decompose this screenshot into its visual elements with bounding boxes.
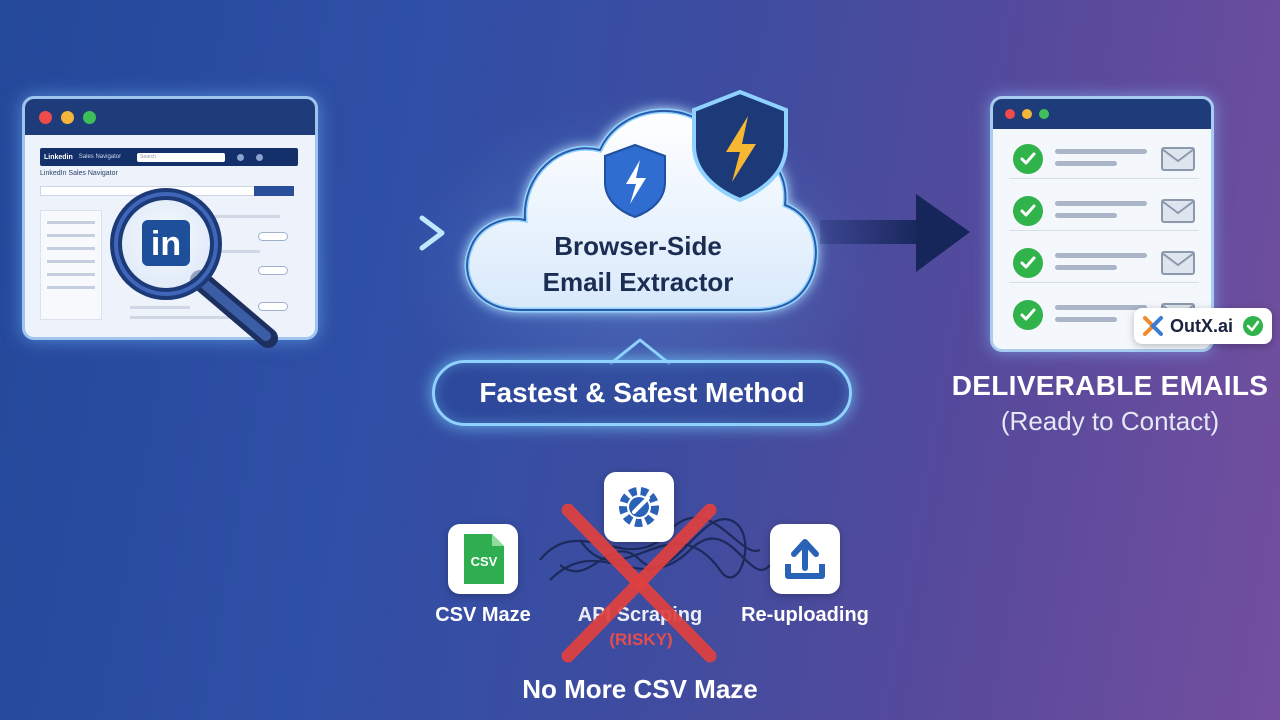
- output-title: DELIVERABLE EMAILS: [951, 370, 1269, 401]
- linkedin-logo-glyph: in: [150, 225, 182, 263]
- process-title-line2: Email Extractor: [542, 267, 734, 297]
- close-dot-icon[interactable]: [1005, 109, 1015, 119]
- nav-icon[interactable]: [237, 153, 245, 161]
- email-row[interactable]: [1009, 191, 1199, 231]
- flow-arrow-in: [318, 215, 445, 251]
- gear-wrench-icon: [619, 487, 659, 527]
- linkedin-search-button[interactable]: [254, 186, 294, 196]
- email-row[interactable]: [1009, 139, 1199, 179]
- result-line: [200, 215, 280, 218]
- email-row[interactable]: [1009, 243, 1199, 283]
- process-title: Browser-Side Email Extractor: [478, 228, 798, 300]
- upload-icon: [785, 539, 825, 579]
- close-dot-icon[interactable]: [39, 110, 52, 124]
- cloud-icon: [464, 89, 819, 313]
- brand-name: OutX.ai: [1170, 315, 1234, 336]
- result-line: [130, 316, 250, 319]
- linkedin-app-suffix: Sales Navigator: [78, 154, 122, 160]
- process-title-line1: Browser-Side: [554, 231, 722, 261]
- minimize-dot-icon[interactable]: [61, 110, 74, 124]
- result-pill[interactable]: [258, 232, 288, 241]
- linkedin-page-heading: LinkedIn Sales Navigator: [40, 170, 118, 177]
- upload-tile: [770, 524, 840, 594]
- magnifier-icon: [110, 188, 278, 348]
- csv-maze-label: CSV Maze: [435, 604, 531, 626]
- result-line: [130, 306, 190, 309]
- verified-check-icon: [1243, 316, 1264, 336]
- linkedin-topbar: Linkedin Sales Navigator Search: [40, 148, 298, 166]
- cross-out-icon: [561, 504, 717, 663]
- result-pill[interactable]: [258, 302, 288, 311]
- pill-connector: [609, 338, 671, 366]
- flow-arrow-out: [820, 194, 970, 272]
- output-subtitle: (Ready to Contact): [1000, 406, 1220, 436]
- result-pill[interactable]: [258, 266, 288, 275]
- csv-tile-text: CSV: [470, 554, 498, 569]
- linkedin-logo-icon: [142, 220, 190, 266]
- outx-logo-icon: [1143, 316, 1163, 336]
- list-window-chrome: [993, 99, 1211, 129]
- csv-file-icon: [464, 534, 504, 584]
- csv-tile: [448, 524, 518, 594]
- maximize-dot-icon[interactable]: [1039, 109, 1049, 119]
- check-icon: [1013, 144, 1043, 174]
- check-icon: [1013, 248, 1043, 278]
- footer-title: No More CSV Maze: [522, 674, 758, 704]
- maximize-dot-icon[interactable]: [83, 110, 96, 124]
- linkedin-filter-sidebar: [40, 210, 102, 320]
- re-uploading-label: Re-uploading: [741, 604, 869, 626]
- envelope-icon: [1161, 251, 1195, 275]
- api-tile: [604, 472, 674, 542]
- minimize-dot-icon[interactable]: [1022, 109, 1032, 119]
- method-label-pill: Fastest & Safest Method: [432, 360, 852, 426]
- result-line: [220, 250, 260, 253]
- profile-avatar-icon[interactable]: [256, 153, 264, 161]
- linkedin-app-name: Linkedin: [44, 153, 73, 161]
- envelope-icon: [1161, 199, 1195, 223]
- window-chrome: [25, 99, 315, 135]
- check-icon: [1013, 300, 1043, 330]
- outx-brand-badge[interactable]: OutX.ai: [1134, 308, 1272, 344]
- linkedin-search-input[interactable]: Search: [137, 152, 226, 162]
- risky-note: (RISKY): [609, 630, 673, 649]
- check-icon: [1013, 196, 1043, 226]
- envelope-icon: [1161, 147, 1195, 171]
